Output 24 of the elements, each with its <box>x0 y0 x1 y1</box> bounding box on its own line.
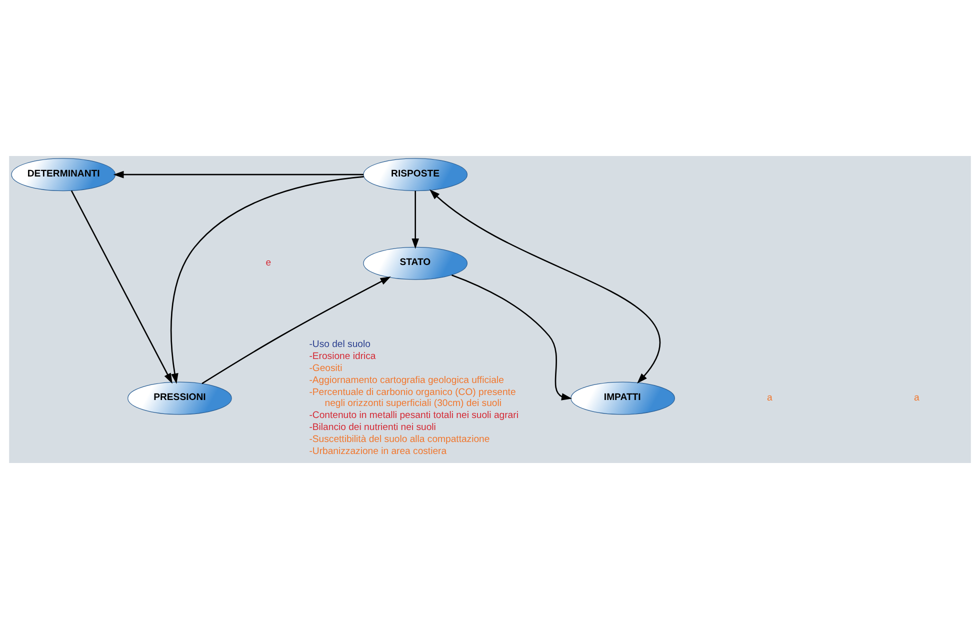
label: -Contenuto in metalli pesanti totali nei suoli agrari <box>309 410 518 421</box>
arrow <box>70 190 172 384</box>
arrow <box>170 176 364 384</box>
label: -Uso del suolo <box>309 339 370 350</box>
label: a <box>914 392 920 404</box>
node-ellipse: PRESSIONI <box>128 382 232 415</box>
label: -Bilancio dei nutrienti nei suoli <box>309 422 436 433</box>
node-ellipse: STATO <box>363 246 468 280</box>
arrow <box>113 170 364 178</box>
node-ellipse: IMPATTI <box>570 382 675 415</box>
label: -Aggiornamento cartografia geologica ufficiale <box>309 375 504 386</box>
label: -Erosione idrica <box>309 351 376 362</box>
label: e <box>266 258 272 269</box>
node-ellipse: DETERMINANTI <box>11 158 116 192</box>
arrow <box>451 274 572 400</box>
label: -Urbanizzazione in area costiera <box>309 446 447 457</box>
node-ellipse: RISPOSTE <box>363 158 468 192</box>
arrow <box>202 276 391 384</box>
label: a <box>767 392 772 404</box>
arrow <box>412 190 419 249</box>
arrow <box>430 189 660 384</box>
label: -Suscettibilità del suolo alla compattazione <box>309 434 490 445</box>
label: -Geositi <box>309 363 342 374</box>
label: -Percentuale di carbonio organico (CO) presente negli orizzonti superficiali (30cm) dei suoli <box>309 387 516 409</box>
